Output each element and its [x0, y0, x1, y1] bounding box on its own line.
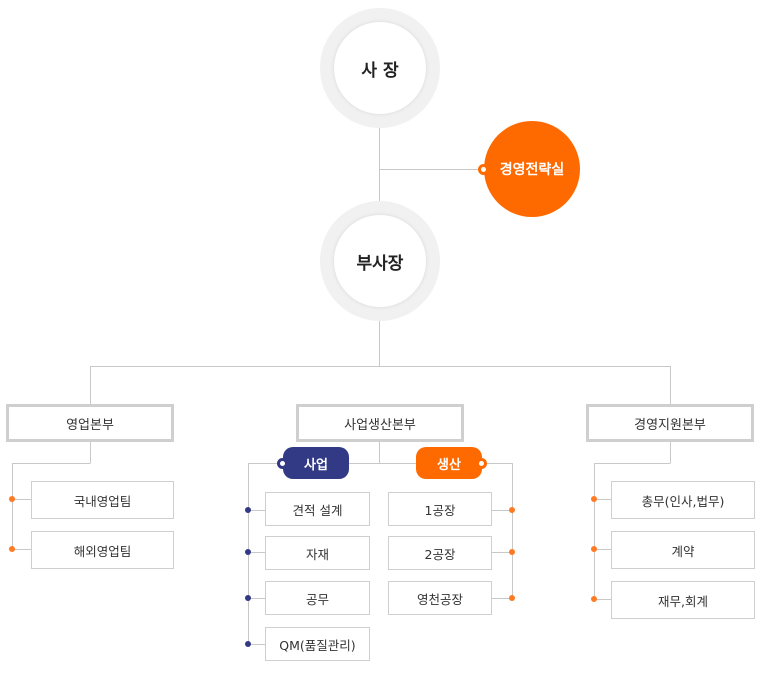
connector-dot-icon	[9, 496, 15, 502]
sales-team-overseas: 해외영업팀	[31, 531, 174, 569]
business-team-materials: 자재	[265, 536, 370, 570]
connector-dot-icon	[245, 595, 251, 601]
support-division: 경영지원본부	[586, 404, 754, 442]
sales-team-domestic: 국내영업팀	[31, 481, 174, 519]
business-team-estimate-design: 견적 설계	[265, 492, 370, 526]
connector-dot-icon	[509, 507, 515, 513]
connector-dot-icon	[591, 596, 597, 602]
connector-dot-icon	[245, 641, 251, 647]
connector-dot-icon	[9, 546, 15, 552]
support-team-finance: 재무,회계	[611, 581, 755, 619]
business-team-construction: 공무	[265, 581, 370, 615]
strategy-office-node: 경영전략실	[484, 121, 580, 217]
ceo-node: 사 장	[320, 8, 440, 128]
business-team-qm: QM(품질관리)	[265, 627, 370, 661]
production-group-label: 생산	[416, 447, 482, 479]
vice-president-label: 부사장	[334, 215, 426, 307]
production-plant-1: 1공장	[388, 492, 492, 526]
production-plant-yeongcheon: 영천공장	[388, 581, 492, 615]
connector-dot-icon	[509, 549, 515, 555]
production-plant-2: 2공장	[388, 536, 492, 570]
vice-president-node: 부사장	[320, 201, 440, 321]
support-team-general-affairs: 총무(인사,법무)	[611, 481, 755, 519]
connector-dot-icon	[245, 507, 251, 513]
connector-dot-icon	[509, 595, 515, 601]
business-production-division: 사업생산본부	[296, 404, 464, 442]
connector-dot-icon	[591, 496, 597, 502]
support-team-contracts: 계약	[611, 531, 755, 569]
business-group-label: 사업	[283, 447, 349, 479]
sales-division: 영업본부	[6, 404, 174, 442]
business-connector-icon	[277, 458, 288, 469]
production-connector-icon	[476, 458, 487, 469]
strategy-office-connector-icon	[478, 164, 489, 175]
connector-dot-icon	[591, 546, 597, 552]
connector-dot-icon	[245, 549, 251, 555]
ceo-label: 사 장	[334, 22, 426, 114]
